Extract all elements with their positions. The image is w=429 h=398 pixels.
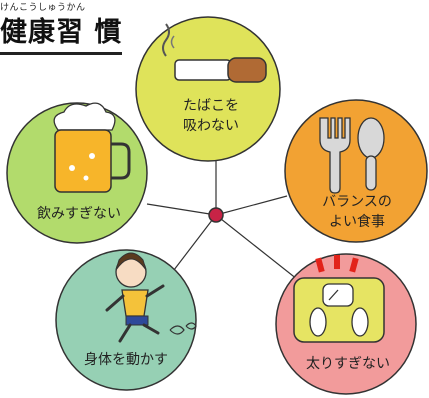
hub-dot <box>208 207 224 223</box>
habit-balance-line-2: よい食事 <box>329 213 385 230</box>
habit-weight-line-1: 太りすぎない <box>306 356 390 372</box>
spokes <box>146 160 308 288</box>
habit-exercise: 身体を動かす <box>55 249 197 391</box>
habit-smoking: たばこを 吸わない <box>135 16 281 162</box>
running-girl-icon <box>105 252 197 343</box>
title-underline <box>0 52 122 55</box>
habit-drinking: 飲みすぎない <box>6 102 148 244</box>
habit-exercise-line-1: 身体を動かす <box>84 352 168 368</box>
habit-drinking-line-1: 飲みすぎない <box>37 206 121 222</box>
spoke-weight <box>215 214 308 288</box>
habit-smoking-line-1: たばこを <box>183 98 239 114</box>
habit-smoking-line-2: 吸わない <box>183 118 239 134</box>
cigarette-icon <box>162 23 267 83</box>
habit-balance: バランスの よい食事 <box>284 99 428 243</box>
spoke-balance <box>215 195 288 216</box>
page-title: 健康習 慣 <box>0 17 123 48</box>
spoke-drinking <box>146 203 217 216</box>
beer-mug-icon <box>53 102 131 193</box>
scale-icon <box>293 255 385 343</box>
title-ruby: けんこうしゅうかん <box>0 3 86 13</box>
fork-spoon-icon <box>319 117 385 194</box>
habit-balance-line-1: バランスの <box>322 194 392 210</box>
habit-smoking-circle <box>135 16 281 162</box>
habit-weight: 太りすぎない <box>275 253 417 395</box>
